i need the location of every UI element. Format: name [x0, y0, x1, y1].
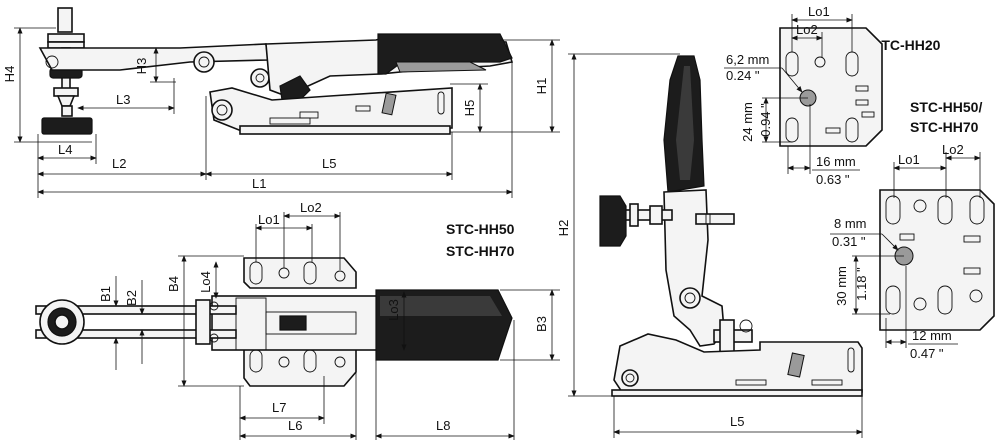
side-view: H4 H3 L3 L4 L2 L5 L1 H5 H1: [2, 7, 560, 198]
clamp-pad: [41, 117, 93, 135]
dim-Lo3: Lo3: [386, 299, 401, 321]
title-stc-hh50-70-l2: STC-HH70: [910, 119, 979, 135]
hh20-horiz-in: 0.63 ": [816, 172, 850, 187]
dim-H5: H5: [462, 100, 477, 117]
spindle-top: [57, 7, 73, 33]
hh50-vert-in: 1.18 ": [854, 267, 869, 301]
title-stc-hh20: STC-HH20: [872, 37, 941, 53]
hh50-horiz-mm: 12 mm: [912, 328, 952, 343]
hh50-pattern: STC-HH50/ STC-HH70 Lo1 Lo2 8 mm 0.31 " 3…: [830, 99, 995, 361]
dim-L7: L7: [272, 400, 286, 415]
title-stc-hh50-70-l1: STC-HH50/: [910, 99, 982, 115]
base-top: [243, 257, 357, 289]
dim-H1: H1: [534, 78, 549, 95]
dim-L2: L2: [112, 156, 126, 171]
dim-L5: L5: [322, 156, 336, 171]
dim-L3: L3: [116, 92, 130, 107]
hh50-Lo2: Lo2: [942, 142, 964, 157]
hh50-hole-mm: 8 mm: [834, 216, 867, 231]
dim-H2: H2: [556, 220, 571, 237]
dim-L1: L1: [252, 176, 266, 191]
arm-top-a: [35, 305, 237, 315]
dim-B2: B2: [124, 290, 139, 306]
dim-L8: L8: [436, 418, 450, 433]
hh20-Lo2: Lo2: [796, 22, 818, 37]
dim-B1: B1: [98, 286, 113, 302]
hh20-hole-mm: 6,2 mm: [726, 52, 769, 67]
hh20-vert-mm: 24 mm: [740, 102, 755, 142]
dim-B4: B4: [166, 276, 181, 292]
hh20-Lo1: Lo1: [808, 4, 830, 19]
hh50-vert-mm: 30 mm: [834, 266, 849, 306]
dim-L6: L6: [288, 418, 302, 433]
top-view: STC-HH50 STC-HH70 Lo1 Lo2: [35, 200, 560, 440]
dim-Lo2-top: Lo2: [300, 200, 322, 215]
arm-top-b: [35, 329, 237, 339]
dim-B3: B3: [534, 316, 549, 332]
hh20-horiz-mm: 16 mm: [816, 154, 856, 169]
dim-H4: H4: [2, 66, 17, 83]
hh20-vert-in: 0.94 ": [758, 103, 773, 137]
dim-H3: H3: [134, 58, 149, 75]
hh50-horiz-in: 0.47 ": [910, 346, 944, 361]
title-stc-hh70: STC-HH70: [446, 243, 515, 259]
hh50-hole-in: 0.31 ": [832, 234, 866, 249]
hh50-Lo1: Lo1: [898, 152, 920, 167]
dim-L5-open: L5: [730, 414, 744, 429]
hh20-hole-in: 0.24 ": [726, 68, 760, 83]
dim-L4: L4: [58, 142, 72, 157]
hh20-pattern: STC-HH20 Lo1 Lo2 6,2 mm 0.24 " 24 mm 0.9…: [724, 4, 941, 187]
dim-Lo1-top: Lo1: [258, 212, 280, 227]
open-view: H2 L5: [556, 53, 863, 438]
title-stc-hh50: STC-HH50: [446, 221, 515, 237]
dim-Lo4: Lo4: [198, 271, 213, 293]
